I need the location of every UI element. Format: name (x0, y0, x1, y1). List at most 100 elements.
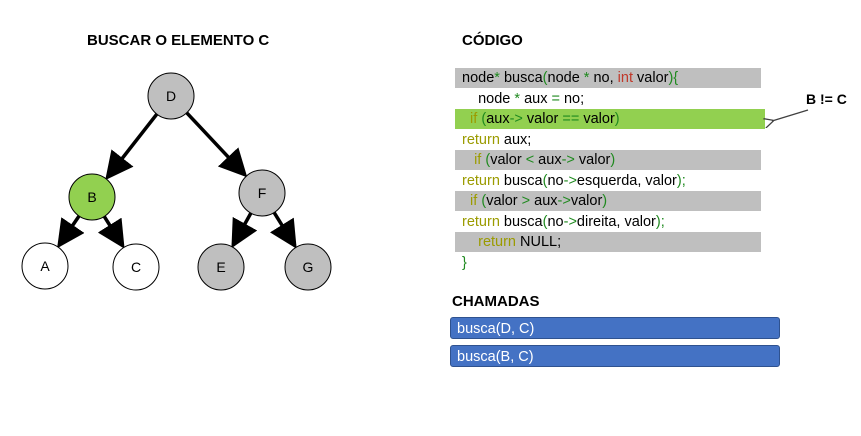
tree-node-label: C (131, 259, 141, 275)
code-token: ); (655, 213, 665, 230)
code-token: aux (530, 193, 558, 209)
tree-node-d: D (147, 72, 195, 120)
code-token: ) (602, 193, 608, 209)
tree-node-circle (284, 243, 332, 291)
tree-edge-d-f (185, 111, 248, 178)
code-token: no, (589, 70, 618, 86)
call-stack-item: busca(D, C) (450, 317, 780, 339)
code-token: * (494, 70, 500, 86)
code-token: return (462, 172, 500, 189)
code-token: busca (499, 70, 543, 86)
call-stack-item: busca(B, C) (450, 345, 780, 367)
code-token: = (551, 90, 560, 107)
code-token: ) (610, 152, 616, 168)
tree-edge-b-a (57, 215, 85, 249)
tree-node-circle (238, 169, 286, 217)
tree-node-label: F (258, 185, 267, 201)
code-token: busca (499, 172, 543, 189)
tree-node-e: E (197, 243, 245, 291)
code-token: direita, valor (576, 213, 656, 230)
code-token: return (462, 213, 500, 230)
code-token: node (462, 70, 495, 86)
tree-edge-b-c (97, 215, 125, 249)
code-token: -> (509, 111, 523, 127)
tree-node-label: G (303, 259, 314, 275)
code-token: aux; (499, 131, 532, 148)
code-token: ( (485, 152, 491, 168)
code-token: > (521, 193, 531, 209)
code-token: node (462, 90, 515, 107)
code-token: ( (542, 172, 548, 189)
tree-node-circle (21, 242, 69, 290)
tree-node-circle (147, 72, 195, 120)
code-token: if (462, 152, 486, 168)
tree-node-b: B (68, 173, 116, 221)
code-token: aux (520, 90, 552, 107)
code-token: } (462, 254, 467, 271)
code-line: return NULL; (455, 232, 761, 252)
code-token: no; (559, 90, 585, 107)
calls-title: CHAMADAS (452, 293, 540, 310)
code-token: -> (561, 152, 575, 168)
code-token: aux (486, 111, 510, 127)
code-line: if (valor > aux->valor) (455, 191, 761, 211)
code-token: esquerda, valor (576, 172, 677, 189)
code-token: no (547, 213, 564, 230)
tree-edge-f-e (231, 212, 258, 249)
code-token: valor (633, 70, 669, 86)
code-line: if (valor < aux-> valor) (455, 150, 761, 170)
tree-node-f: F (238, 169, 286, 217)
code-token: -> (557, 193, 571, 209)
code-token: ){ (668, 70, 679, 86)
code-token: busca (499, 213, 543, 230)
tree-edge-d-b (105, 113, 159, 181)
code-line: return busca(no->esquerda, valor); (455, 171, 761, 191)
code-line: if (aux-> valor == valor) (455, 109, 765, 129)
tree-node-circle (68, 173, 116, 221)
code-token: int (617, 70, 633, 86)
code-token: ( (542, 213, 548, 230)
tree-node-g: G (284, 243, 332, 291)
code-token: if (462, 193, 482, 209)
tree-node-label: D (166, 88, 176, 104)
code-line: } (455, 253, 761, 273)
code-token: valor (579, 111, 615, 127)
tree-node-label: A (40, 258, 50, 274)
code-token: valor (486, 193, 522, 209)
code-token: ( (542, 70, 548, 86)
code-token: no (547, 172, 564, 189)
code-token: * (514, 90, 521, 107)
code-token: * (583, 70, 590, 86)
tree-node-c: C (112, 243, 160, 291)
tree-node-label: E (216, 259, 225, 275)
tree-node-label: B (87, 189, 96, 205)
tree-node-circle (112, 243, 160, 291)
tree-edge-f-g (269, 211, 297, 249)
code-token: return (462, 131, 500, 148)
code-title: CÓDIGO (462, 32, 523, 49)
code-token: ( (481, 111, 487, 127)
code-token: valor (522, 111, 563, 127)
code-token: NULL; (516, 234, 562, 250)
code-line: node* busca(node * no, int valor){ (455, 68, 761, 88)
code-token: node (547, 70, 584, 86)
code-line: return busca(no->direita, valor); (455, 212, 761, 232)
code-token: ) (614, 111, 620, 127)
tree-node-a: A (21, 242, 69, 290)
code-token: aux (534, 152, 562, 168)
code-token: == (562, 111, 580, 127)
code-token: ( (481, 193, 487, 209)
code-token: return (462, 234, 516, 250)
code-line: return aux; (455, 130, 761, 150)
tree-title: BUSCAR O ELEMENTO C (87, 32, 270, 49)
code-token: if (462, 111, 482, 127)
code-token: -> (563, 172, 577, 189)
code-token: -> (563, 213, 577, 230)
code-token: valor (574, 152, 611, 168)
tree-node-circle (197, 243, 245, 291)
code-token: valor (490, 152, 526, 168)
binary-tree-diagram: D B F A C E G (21, 72, 332, 291)
code-token: ); (676, 172, 686, 189)
code-token: < (525, 152, 535, 168)
annotation-label: B != C (806, 91, 847, 107)
